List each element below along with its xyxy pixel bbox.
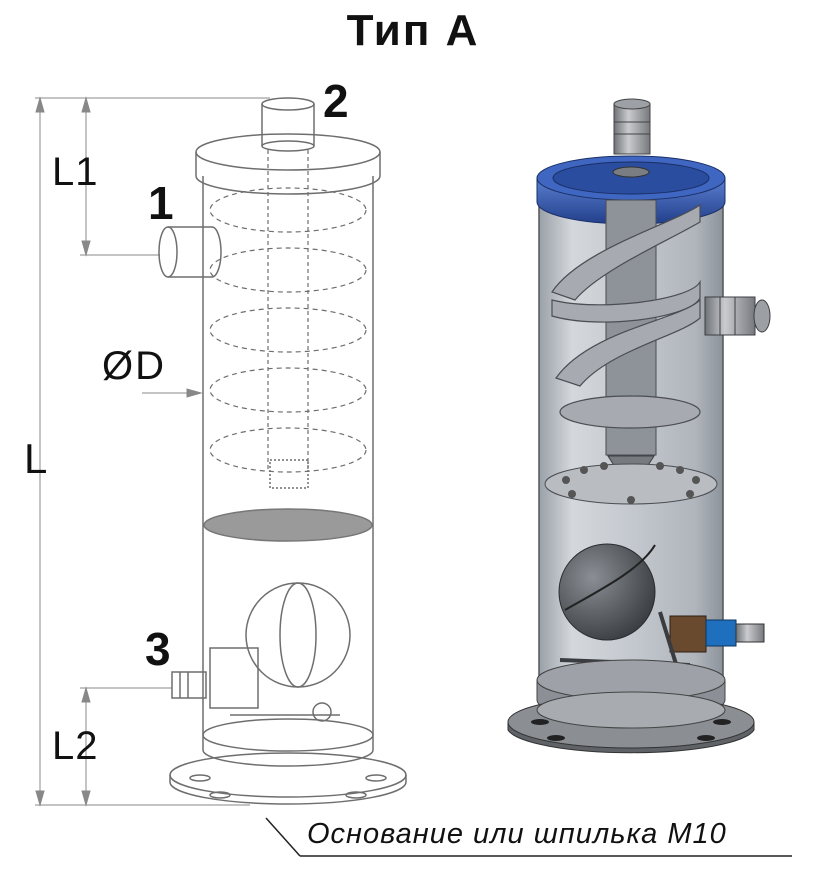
label-port-3: 3 [145,623,171,675]
render-3d [507,98,771,754]
central-tube [267,150,309,470]
base-3d [507,659,755,754]
label-port-2: 2 [323,75,349,127]
spiral [209,187,367,473]
fitting-3 [171,647,340,722]
diagram-title: Тип А [346,6,480,55]
body [202,176,374,735]
outlet-2 [261,97,315,152]
caption-leader [265,817,792,857]
label-port-1: 1 [148,177,174,229]
label-dimension-l: L [24,435,48,482]
dimension-d [142,388,203,398]
dimension-l [35,96,270,807]
spiral-flights [551,203,701,429]
label-dimension-l2: L2 [52,724,99,768]
strainer [269,459,309,489]
line-drawing [35,96,792,857]
label-dimension-l1: L1 [52,150,99,194]
label-dimension-d: ØD [102,344,166,388]
ball-3d [558,543,656,641]
plate-3d [544,462,718,505]
caption-base-note: Основание или шпилька М10 [307,818,727,850]
base [169,718,407,805]
dimension-l2 [80,686,172,807]
inlet-1 [158,226,222,278]
float-ball [245,582,351,688]
dimension-l1 [80,96,160,257]
perforated-plate [203,508,373,542]
lid [195,133,381,195]
